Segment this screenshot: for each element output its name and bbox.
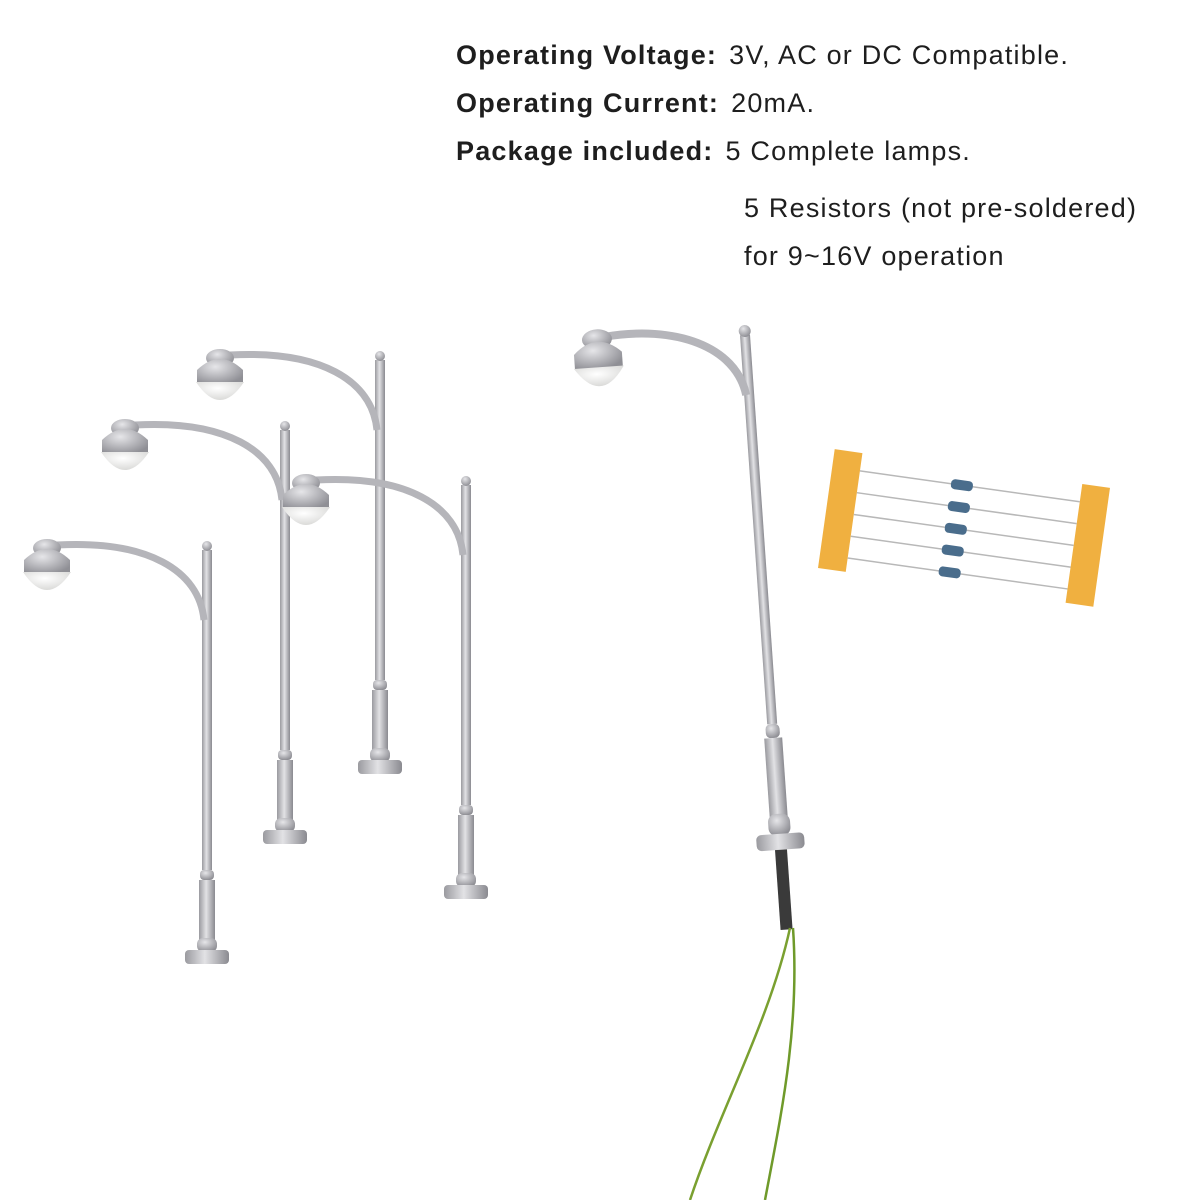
current-value: 20mA. — [731, 88, 816, 118]
package-row: Package included: 5 Complete lamps. — [456, 136, 1176, 184]
package-label: Package included: — [456, 136, 714, 166]
current-row: Operating Current: 20mA. — [456, 88, 1176, 136]
voltage-row: Operating Voltage: 3V, AC or DC Compatib… — [456, 40, 1176, 88]
current-label: Operating Current: — [456, 88, 720, 118]
resistor — [938, 566, 961, 579]
resistor — [941, 544, 964, 557]
street-lamp — [196, 349, 402, 774]
resistor — [944, 522, 967, 535]
package-line-2: 5 Resistors (not pre-soldered) — [744, 193, 1138, 223]
resistor — [950, 479, 973, 492]
package-line-1: 5 Complete lamps. — [725, 136, 971, 166]
lamp-wire — [688, 927, 792, 1200]
resistor — [947, 501, 970, 513]
package-line-3: for 9~16V operation — [744, 241, 1005, 271]
street-lamp — [23, 539, 229, 964]
voltage-label: Operating Voltage: — [456, 40, 718, 70]
voltage-value: 3V, AC or DC Compatible. — [729, 40, 1070, 70]
tape-right — [1065, 483, 1111, 607]
tape-left — [818, 449, 863, 572]
lamp-wire — [763, 927, 796, 1200]
resistor-strip — [818, 449, 1111, 607]
spec-block: Operating Voltage: 3V, AC or DC Compatib… — [456, 40, 1176, 271]
wired-street-lamp — [573, 325, 805, 930]
